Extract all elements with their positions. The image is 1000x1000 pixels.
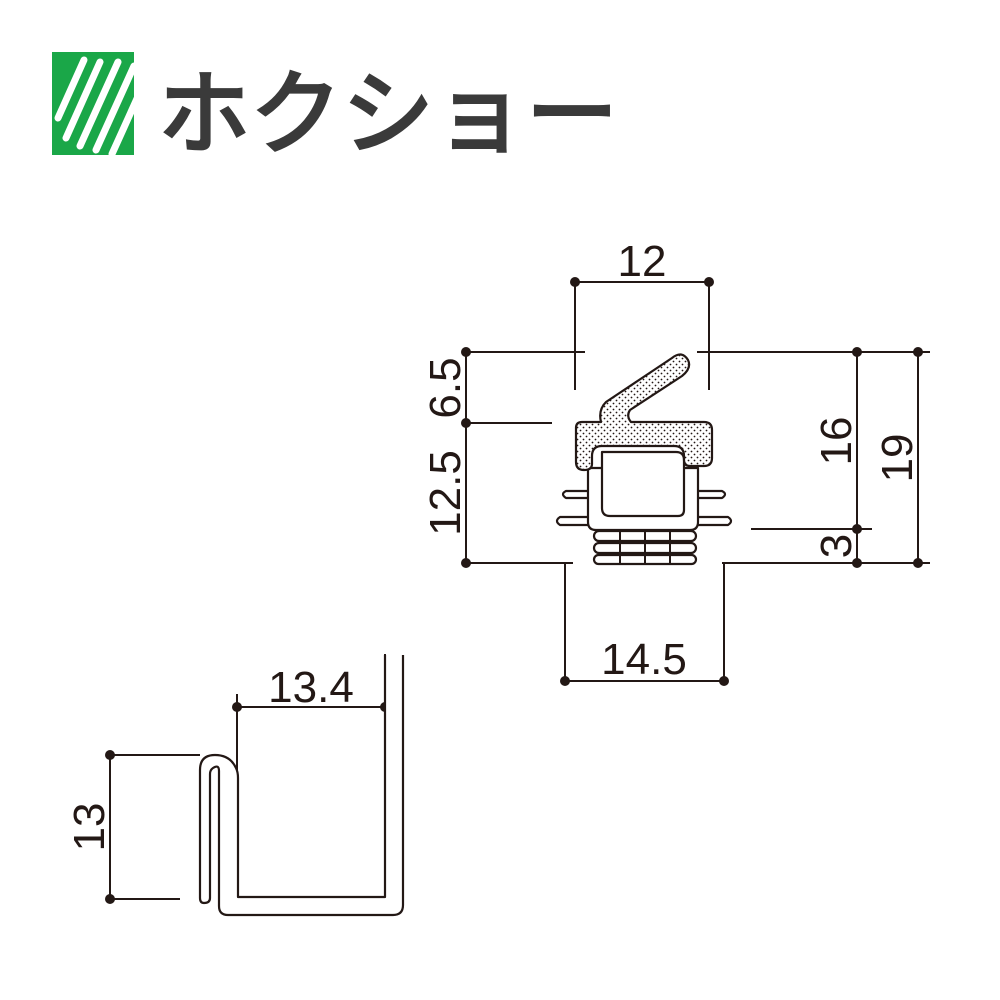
dim-channel-width: 13.4 — [268, 663, 354, 712]
foam-head — [574, 353, 714, 472]
top-profile: 12 14.5 6.5 12.5 16 19 3 — [421, 237, 930, 686]
dim-channel-height: 13 — [65, 803, 114, 852]
brand-logo: ホクショー — [52, 52, 618, 168]
dim-bottom-width: 14.5 — [601, 635, 687, 684]
dim-lower-height: 12.5 — [421, 450, 470, 536]
gasket-cavity — [600, 450, 686, 518]
gasket-fins — [555, 489, 733, 566]
dim-top-width: 12 — [618, 237, 667, 286]
bottom-profile: 13.4 13 — [65, 654, 405, 917]
brand-name: ホクショー — [158, 61, 618, 168]
u-channel — [198, 655, 405, 917]
dim-height-16: 16 — [812, 417, 861, 466]
logo-mark-icon — [52, 52, 134, 155]
dim-fin-height: 3 — [812, 534, 861, 558]
dim-height-19: 19 — [873, 434, 922, 483]
dim-upper-height: 6.5 — [421, 357, 470, 418]
